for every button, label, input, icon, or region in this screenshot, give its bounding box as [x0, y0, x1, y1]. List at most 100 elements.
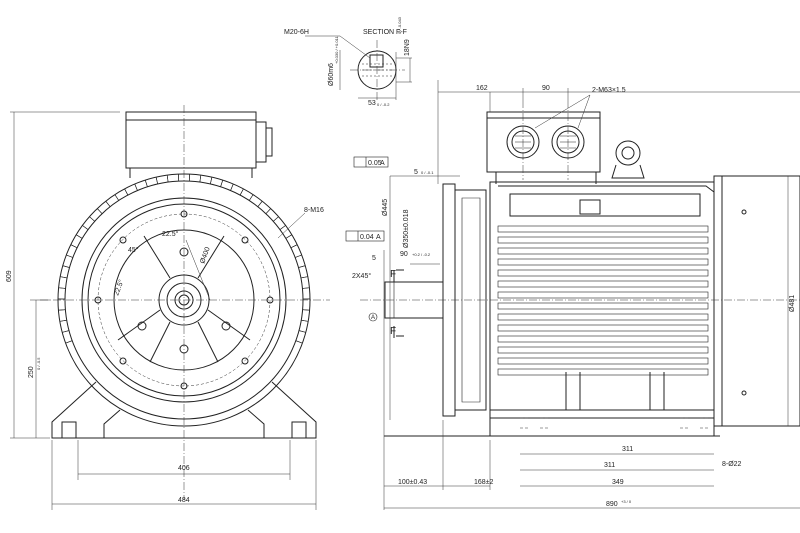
side-spigot-dia: Ø350±0.018 [403, 209, 410, 248]
side-section-mark-bottom: F [390, 326, 396, 337]
body-fin [497, 291, 709, 299]
side-foot-span-total: 349 [612, 479, 624, 486]
front-flange-holes: 8-M16 [304, 207, 324, 214]
cooling-fin [59, 319, 67, 322]
section-key-height-tol: 0 / -0.2 [377, 102, 390, 107]
body-fin [497, 258, 709, 266]
cooling-fin [70, 244, 78, 249]
side-body-dia: Ø481 [789, 295, 796, 312]
body-fin [497, 225, 709, 233]
cooling-fin [290, 244, 298, 249]
side-overall-length: 890 [606, 501, 618, 508]
cooling-fin [114, 194, 119, 201]
cooling-fin [60, 276, 68, 279]
body-fin [497, 269, 709, 277]
front-shaft-center: 250 [28, 366, 35, 378]
cooling-fin [105, 201, 111, 207]
side-runout-1: 0.05 [368, 160, 382, 167]
cooling-fin [155, 177, 158, 185]
front-foot-span: 406 [178, 465, 190, 472]
cooling-fin [298, 265, 306, 268]
front-height-total: 609 [6, 270, 13, 282]
cooling-fin [273, 216, 279, 222]
side-flange-to-foot: 168±2 [474, 479, 494, 486]
cooling-fin [257, 201, 263, 207]
side-gland-thread: 2-M63×1.5 [592, 87, 626, 94]
front-angle-a: 45° [128, 246, 139, 254]
side-top-dim-1: 162 [476, 85, 488, 92]
cooling-fin [97, 208, 103, 214]
front-flange-pcd: Ø400 [199, 246, 211, 265]
side-spigot-offset-tol: 0 / -0.1 [421, 170, 434, 175]
cooling-fin [89, 216, 95, 222]
cooling-fin [134, 183, 138, 191]
cooling-fin [230, 183, 234, 191]
cooling-fin [199, 175, 202, 183]
front-angle-b: 22.5° [162, 230, 179, 238]
cooling-fin [295, 254, 302, 258]
body-fin [497, 335, 709, 343]
body-fin [497, 346, 709, 354]
cooling-fin [76, 234, 83, 239]
body-fin [497, 236, 709, 244]
cooling-fin [265, 208, 271, 214]
cooling-fin [62, 330, 70, 333]
cooling-fin [166, 175, 169, 183]
side-shaft-len: 90 [400, 251, 408, 258]
side-flange-od: Ø445 [382, 199, 389, 216]
body-fin [497, 313, 709, 321]
body-fin [497, 247, 709, 255]
section-thread-label: M20-6H [284, 29, 309, 36]
cooling-fin [298, 330, 306, 333]
side-section-mark-top: F [390, 269, 396, 280]
front-overall-width: 484 [178, 497, 190, 504]
cooling-fin [279, 225, 286, 230]
body-fin [497, 280, 709, 288]
section-shaft-dia: Ø60m6 [328, 63, 335, 86]
cooling-fin [82, 225, 89, 230]
cooling-fin [65, 340, 73, 344]
cooling-fin [301, 319, 309, 322]
cooling-fin [300, 276, 308, 279]
section-key-width-tol: 0 / -0.043 [397, 16, 402, 34]
side-runout-2-ref: A [376, 234, 381, 241]
side-foot-hole-spacing: 311 [622, 446, 633, 453]
section-key-width: 18N9 [404, 39, 411, 56]
cooling-fin [285, 234, 292, 239]
side-top-dim-2: 90 [542, 85, 550, 92]
body-fin [497, 302, 709, 310]
body-fin [497, 368, 709, 376]
body-fin [497, 357, 709, 365]
cooling-fin [302, 287, 310, 289]
cooling-fin [220, 180, 224, 187]
side-chamfer: 2X45° [352, 272, 371, 280]
cooling-fin [66, 254, 73, 258]
cooling-fin [58, 287, 66, 289]
front-shaft-center-tol: 0 / -0.5 [36, 357, 41, 370]
cooling-fin [249, 194, 254, 201]
side-spigot-offset: 5 [414, 169, 418, 176]
cooling-fin [124, 188, 129, 196]
body-fin [497, 324, 709, 332]
front-angle-c: 22.5° [112, 278, 125, 296]
front-view [10, 105, 330, 510]
cooling-fin [62, 265, 70, 268]
cooling-fin [210, 177, 213, 185]
side-shaft-len-tol: +0.2 / -0.2 [412, 252, 431, 257]
section-key-height: 53 [368, 100, 376, 107]
section-detail [305, 35, 412, 100]
side-runout-2: 0.04 [360, 234, 374, 241]
side-shaft-ext: 100±0.43 [398, 479, 427, 486]
cooling-fin [144, 180, 148, 187]
cooling-fin [302, 309, 310, 311]
side-runout-1-ref: A [380, 160, 385, 167]
side-view [345, 80, 800, 510]
section-title: SECTION F-F [363, 29, 407, 36]
side-flange-thick: 5 [372, 255, 376, 262]
side-overall-length-tol: +3 / 0 [621, 499, 632, 504]
cooling-fin [295, 340, 303, 344]
side-foot-span: 311 [604, 462, 615, 469]
side-datum: A [371, 315, 375, 321]
cooling-fin [239, 188, 244, 196]
